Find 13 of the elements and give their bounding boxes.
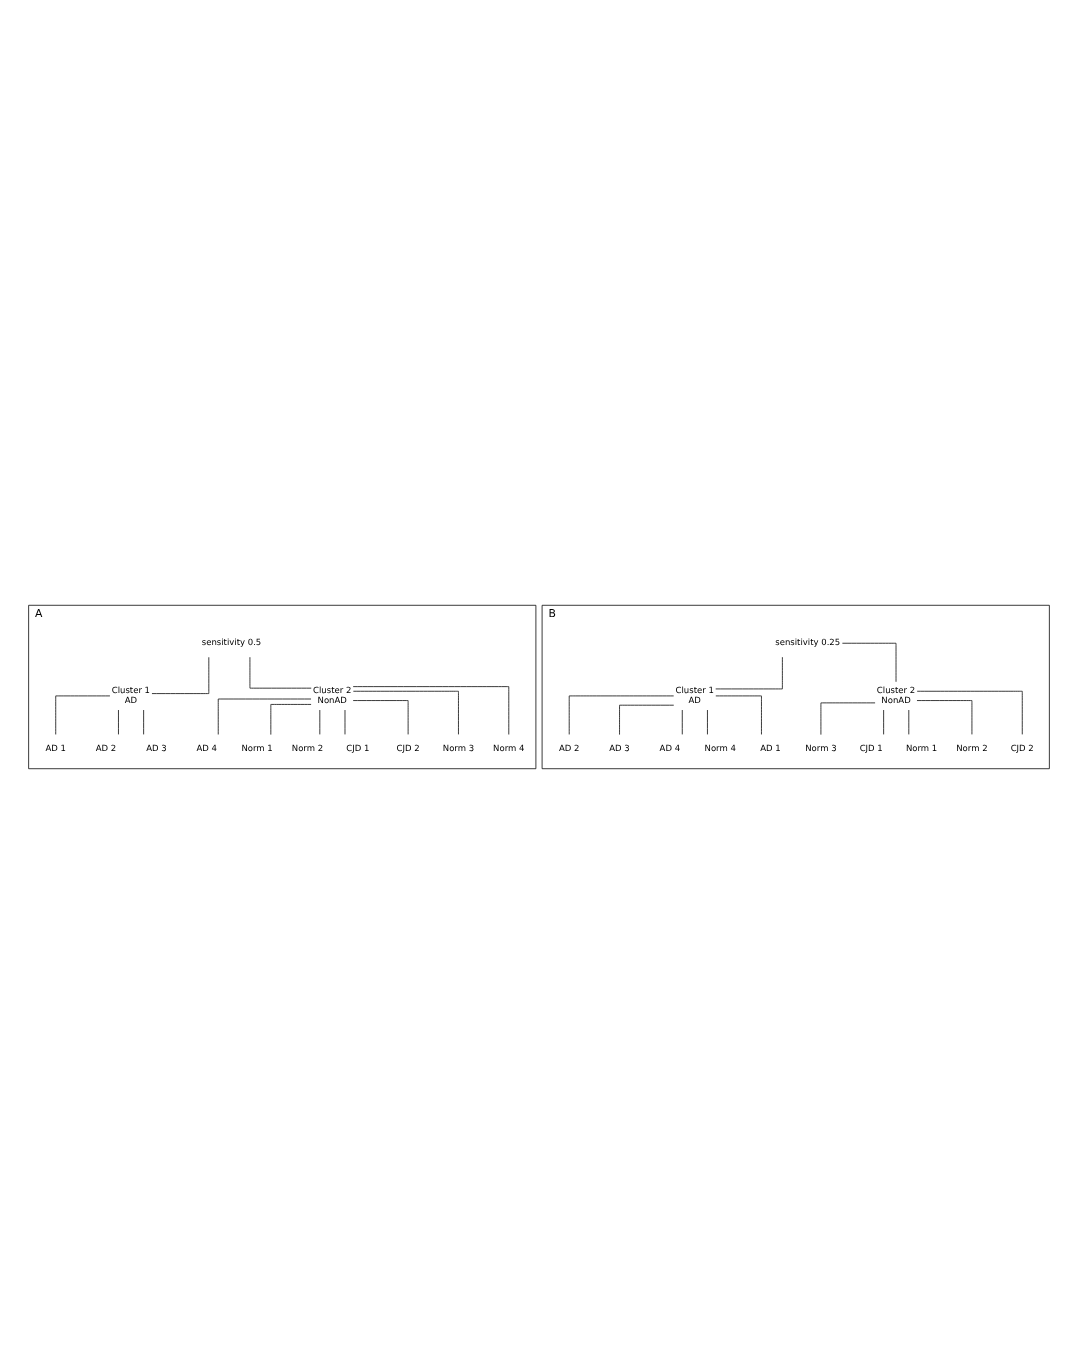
connector: [118, 708, 119, 734]
connector: [715, 694, 762, 734]
connector: [352, 689, 459, 734]
connector: [715, 655, 783, 689]
connector: [352, 699, 409, 734]
connector: [883, 708, 885, 734]
connector: [270, 703, 312, 734]
connector: [707, 708, 708, 734]
connector: [151, 655, 210, 693]
connector: [619, 703, 675, 734]
connector: [916, 699, 973, 734]
connector: [143, 708, 144, 734]
connector: [352, 685, 510, 734]
